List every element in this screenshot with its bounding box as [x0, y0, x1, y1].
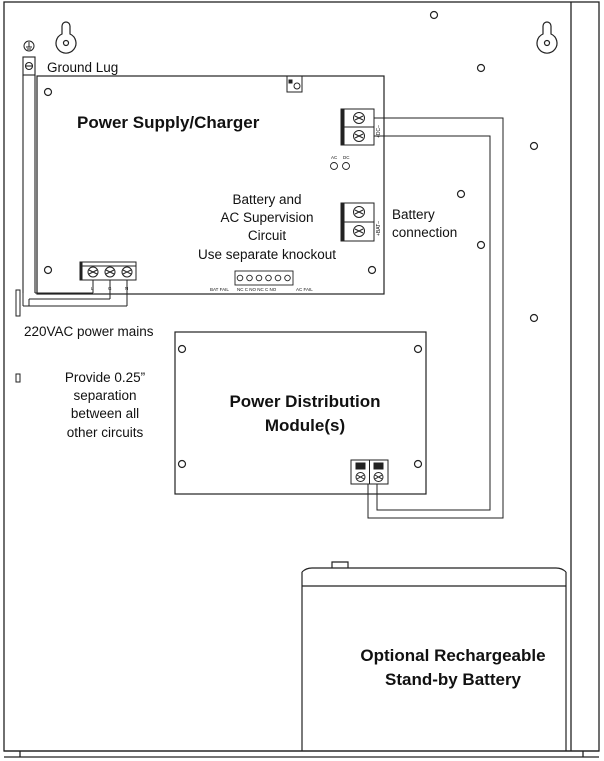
- led-ac-label: AC: [331, 155, 338, 160]
- power-distribution-module: [174, 331, 427, 495]
- supervision-line-2: AC Supervision: [220, 210, 313, 225]
- led-dc-label: DC: [343, 155, 350, 160]
- keyhole-left-icon: [55, 21, 77, 54]
- ac-input-terminal: [79, 261, 137, 281]
- dc-output-terminal: [340, 108, 375, 146]
- separation-line-3: between all: [71, 406, 139, 421]
- keyhole-right-icon: [536, 21, 558, 54]
- supervision-line-1: Battery and: [232, 192, 301, 207]
- dc-out-label: +DC–: [376, 125, 382, 138]
- ground-lug-label: Ground Lug: [47, 60, 118, 75]
- separation-line-1: Provide 0.25”: [65, 370, 145, 385]
- standby-battery: [301, 561, 567, 751]
- ground-lug: [22, 56, 36, 293]
- battery-title-1: Optional Rechargeable: [360, 646, 545, 665]
- battery-connection-label-2: connection: [392, 225, 457, 240]
- pdm-input-terminal: [350, 459, 389, 485]
- relay-ac-fail-label: AC FAIL: [296, 287, 313, 292]
- terminal-g-label: G: [108, 286, 112, 291]
- battery-terminal: [340, 202, 375, 242]
- separation-line-4: other circuits: [67, 425, 144, 440]
- relay-contacts-label: NC C NO NC C NO: [237, 287, 277, 292]
- battery-title-2: Stand-by Battery: [385, 670, 522, 689]
- supervision-line-4: Use separate knockout: [198, 247, 336, 262]
- pdm-title-2: Module(s): [265, 416, 345, 435]
- supervision-line-3: Circuit: [248, 228, 287, 243]
- dc-output-wiring: [367, 117, 504, 519]
- terminal-l-label: L: [91, 286, 94, 291]
- status-leds: [330, 162, 350, 170]
- relay-bat-fail-label: BAT FAIL: [210, 287, 229, 292]
- fuse-holder: [286, 75, 303, 93]
- bat-terminal-label: +BAT–: [376, 221, 382, 236]
- ground-symbol-icon: [23, 40, 35, 52]
- pdm-title-1: Power Distribution: [229, 392, 380, 411]
- terminal-n-label: N: [125, 286, 128, 291]
- power-supply-title: Power Supply/Charger: [77, 113, 260, 132]
- power-supply-board: [36, 75, 385, 295]
- relay-terminal-strip: [234, 270, 294, 286]
- mains-label: 220VAC power mains: [24, 324, 154, 339]
- separation-line-2: separation: [73, 388, 136, 403]
- battery-connection-label-1: Battery: [392, 207, 435, 222]
- enclosure-holes: [429, 10, 539, 323]
- mains-wiring: [15, 280, 128, 383]
